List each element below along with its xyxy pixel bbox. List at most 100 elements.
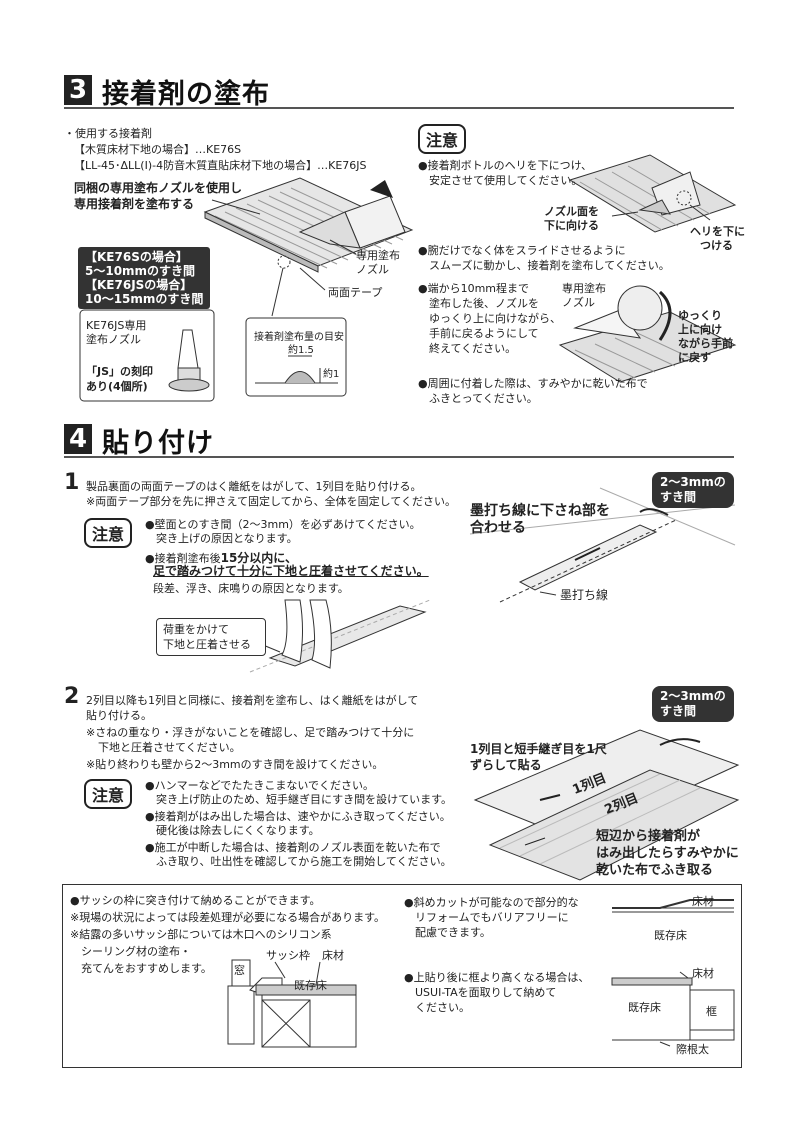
step2-caution1b: 突き上げ防止のため、短手継ぎ目にすき間を設けています。 — [145, 793, 453, 806]
guide-dim-height: 約1 — [323, 369, 340, 380]
caution3-return3: ながら手前 — [678, 337, 733, 350]
diag-existing-label: 既存床 — [654, 929, 687, 942]
guide-title: 接着剤塗布量の目安 — [254, 332, 344, 343]
caution-badge-step1: 注意 — [84, 518, 133, 548]
note-chamfer3: ください。 — [404, 1001, 470, 1014]
note-chamfer2: USUI-TAを面取りして納めて — [404, 986, 557, 999]
gap-ke76js-value: 10～15mmのすき間 — [85, 292, 204, 306]
step1-caution2-line1: ●接着剤塗布後15分以内に、 — [145, 547, 297, 567]
adhesive-ke76js: 【LL-45･ΔLL(Ⅰ)-4防音木質直貼床材下地の場合】…KE76JS — [74, 159, 367, 172]
baseboard-label: 際根太 — [676, 1043, 709, 1056]
window-label: 窓 — [234, 964, 245, 977]
step2-caution1a: ●ハンマーなどでたたきこまないでください。 — [145, 779, 375, 792]
note-condensation: ※結露の多いサッシ部については木口へのシリコン系 — [70, 928, 332, 941]
note-diagonal-cut2: リフォームでもバリアフリーに — [404, 911, 569, 924]
diag-floor-label: 床材 — [692, 895, 714, 908]
shift-instruction-line2: ずらして貼る — [470, 758, 542, 772]
caution3-item4a: ●周囲に付着した際は、すみやかに乾いた布で — [418, 377, 648, 390]
load-callout-line2: 下地と圧着させる — [163, 638, 251, 651]
chamfer-floor-label: 床材 — [692, 967, 714, 980]
section-4-title: 貼り付け — [102, 428, 214, 459]
wipe-instruction-line2: はみ出したらすみやかに — [596, 846, 739, 861]
nozzle-label-line1: 専用塗布 — [356, 249, 400, 262]
step-1-number: 1 — [64, 470, 80, 495]
nozzle-note-line2: 専用接着剤を塗布する — [74, 197, 195, 211]
section-3-number: 3 — [64, 75, 92, 105]
nozzle-note-line1: 同梱の専用塗布ノズルを使用し — [74, 181, 243, 195]
adhesive-heading: ・使用する接着剤 — [64, 127, 152, 140]
step1-gap-line1: 2～3mmの — [660, 475, 726, 489]
wipe-instruction-line1: 短辺から接着剤が — [596, 829, 701, 844]
caution3-return1: ゆっくり — [678, 309, 722, 322]
frame-label: 框 — [706, 1005, 717, 1018]
step2-text-e: ※貼り終わりも壁から2～3mmのすき間を設けてください。 — [86, 758, 384, 771]
caution3-nozzle-label4: ノズル — [562, 296, 595, 309]
step1-text-a: 製品裏面の両面テープのはく離紙をはがして、1列目を貼り付ける。 — [86, 480, 422, 493]
caution-badge-3: 注意 — [418, 124, 467, 154]
note-sealing2: 充てんをおすすめします。 — [70, 962, 212, 975]
js-mark-line2: あり(4個所) — [86, 380, 148, 393]
sash-label: サッシ枠 — [266, 949, 310, 962]
caution3-return2: 上に向け — [678, 323, 722, 336]
step1-gap-line2: すき間 — [660, 490, 697, 504]
step2-text-a: 2列目以降も1列目と同様に、接着剤を塗布し、はく離紙をはがして — [86, 694, 419, 707]
step1-text-b: ※両面テープ部分を先に押さえて固定してから、全体を固定してください。 — [86, 495, 457, 508]
chalk-instruction-line2: 合わせる — [470, 520, 526, 536]
caution3-nozzle-label3: 専用塗布 — [562, 282, 606, 295]
caution3-edge-label1: ヘリを下に — [690, 225, 745, 238]
caution3-item4b: ふきとってください。 — [418, 392, 538, 405]
js-nozzle-title1: KE76JS専用 — [86, 319, 147, 332]
note-sealing1: シーリング材の塗布・ — [70, 945, 191, 958]
step1-caution2-reason: 段差、浮き、床鳴りの原因となります。 — [153, 582, 349, 595]
caution3-item3b: 塗布した後、ノズルを — [418, 297, 539, 310]
caution3-item2a: ●腕だけでなく体をスライドさせるように — [418, 244, 626, 257]
caution3-nozzle-label2: 下に向ける — [544, 219, 599, 232]
note-chamfer1: ●上貼り後に框より高くなる場合は、 — [404, 971, 590, 984]
js-mark-line1: 「JS」の刻印 — [86, 365, 154, 378]
gap-ke76s-title: 【KE76Sの場合】 — [85, 250, 188, 264]
chamfer-existing-label: 既存床 — [628, 1001, 661, 1014]
notes-box — [62, 884, 742, 1068]
nozzle-label-line2: ノズル — [356, 263, 389, 276]
chalk-instruction-line1: 墨打ち線に下さね部を — [470, 503, 610, 519]
caution3-item1b: 安定させて使用してください。 — [418, 174, 583, 187]
step2-caution3b: ふき取り、吐出性を確認してから施工を開始してください。 — [145, 855, 452, 868]
shift-instruction-line1: 1列目と短手継ぎ目を1尺 — [470, 742, 607, 756]
step2-text-b: 貼り付ける。 — [86, 709, 152, 722]
caution3-item3d: 手前に戻るようにして — [418, 327, 539, 340]
step2-caution3a: ●施工が中断した場合は、接着剤のノズル表面を乾いた布で — [145, 841, 441, 854]
step2-text-d: 下地と圧着させてください。 — [98, 741, 241, 754]
step1-gap-badge: 2～3mmの すき間 — [652, 472, 734, 508]
caution3-return4: に戻す — [678, 351, 711, 364]
caution3-item3a: ●端から10mm程まで — [418, 282, 530, 295]
load-callout: 荷重をかけて 下地と圧着させる — [156, 618, 266, 656]
step1-caution1b: 突き上げの原因となります。 — [145, 532, 298, 545]
existing-floor-label: 既存床 — [294, 979, 327, 992]
section-4-rule — [64, 456, 734, 458]
gap-info-box: 【KE76Sの場合】 5～10mmのすき間 【KE76JSの場合】 10～15m… — [78, 247, 211, 309]
adhesive-ke76s: 【木質床材下地の場合】…KE76S — [74, 143, 242, 156]
guide-dim-width: 約1.5 — [288, 345, 314, 356]
step2-gap-line2: すき間 — [660, 704, 697, 718]
section-3-title: 接着剤の塗布 — [102, 79, 270, 110]
step2-text-c: ※さねの重なり・浮きがないことを確認し、足で踏みつけて十分に — [86, 726, 415, 739]
step2-caution2b: 硬化後は除去しにくくなります。 — [145, 824, 320, 837]
wipe-instruction-line3: 乾いた布でふき取る — [596, 863, 714, 878]
section-3-rule — [64, 107, 734, 109]
section-4-number: 4 — [64, 424, 92, 454]
caution3-item2b: スムーズに動かし、接着剤を塗布してください。 — [418, 259, 670, 272]
gap-ke76js-title: 【KE76JSの場合】 — [85, 278, 193, 292]
gap-ke76s-value: 5～10mmのすき間 — [85, 264, 196, 278]
step2-gap-line1: 2～3mmの — [660, 689, 726, 703]
caution3-nozzle-label1: ノズル面を — [544, 205, 599, 218]
step1-caution2-time: 15分以内に、 — [220, 551, 297, 565]
caution3-item1a: ●接着剤ボトルのヘリを下につけ、 — [418, 159, 593, 172]
js-nozzle-title2: 塗布ノズル — [86, 333, 141, 346]
double-tape-label: 両面テープ — [328, 286, 383, 299]
step1-caution2-press: 足で踏みつけて十分に下地と圧着させてください。 — [153, 564, 429, 578]
load-callout-line1: 荷重をかけて — [163, 623, 229, 636]
note-sash-fit: ●サッシの枠に突き付けて納めることができます。 — [70, 894, 321, 907]
note-step-treatment: ※現場の状況によっては段差処理が必要になる場合があります。 — [70, 911, 386, 924]
caution3-item3c: ゆっくり上に向けながら、 — [418, 312, 561, 325]
